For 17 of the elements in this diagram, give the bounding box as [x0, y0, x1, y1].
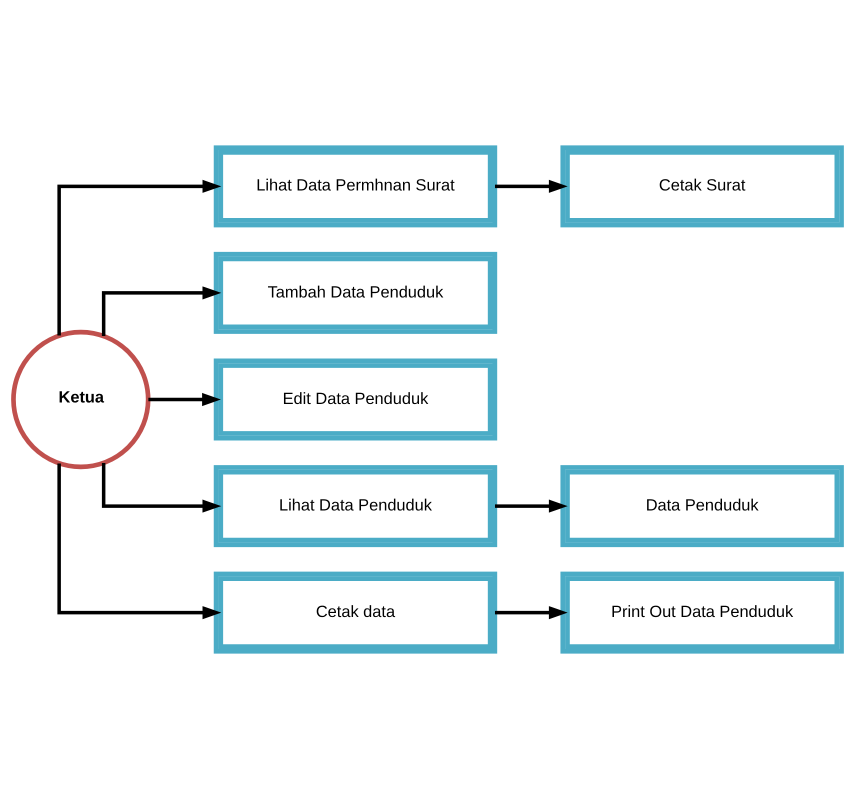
arrow	[494, 606, 568, 619]
node-box: Data Penduduk	[560, 464, 844, 547]
arrow	[102, 462, 222, 512]
arrow	[57, 462, 222, 619]
node-box: Edit Data Penduduk	[214, 358, 498, 440]
node-box: Tambah Data Penduduk	[214, 251, 498, 334]
arrow	[148, 392, 221, 406]
node-box: Cetak data	[214, 571, 498, 654]
node-circle: Ketua	[11, 329, 150, 469]
node-box: Print Out Data Penduduk	[560, 571, 844, 654]
arrow	[102, 286, 222, 336]
node-box: Lihat Data Permhnan Surat	[214, 144, 498, 227]
arrow	[57, 179, 222, 336]
arrow	[494, 179, 568, 192]
node-box: Lihat Data Penduduk	[214, 464, 498, 547]
arrow	[494, 499, 568, 512]
node-box: Cetak Surat	[560, 144, 844, 227]
